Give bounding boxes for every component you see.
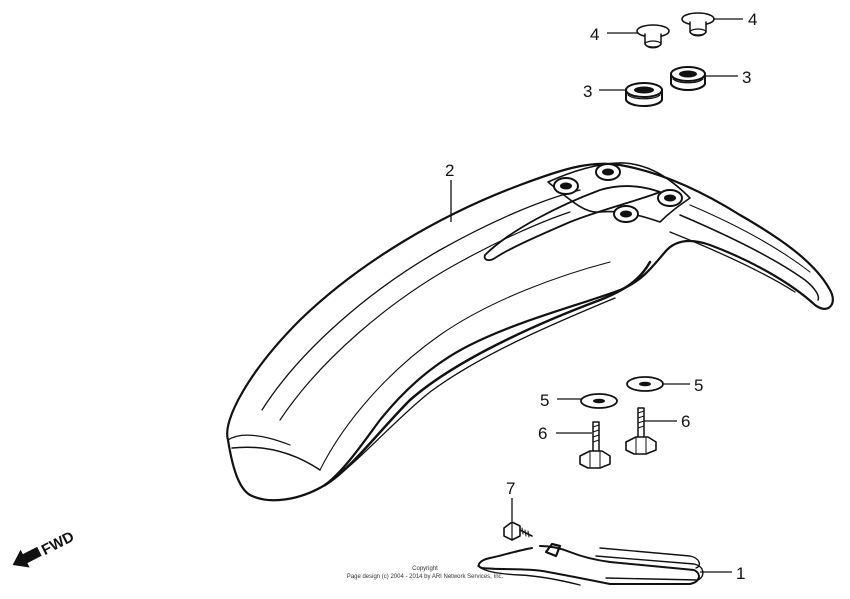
callout-1: 1 bbox=[736, 564, 745, 583]
bolt-left bbox=[579, 421, 611, 469]
callout-5b: 5 bbox=[694, 376, 703, 395]
front-fender bbox=[226, 162, 834, 502]
callout-6a: 6 bbox=[538, 424, 547, 443]
washer-right bbox=[626, 376, 664, 392]
callout-4b: 4 bbox=[748, 10, 757, 29]
grommet-left bbox=[625, 82, 663, 107]
washer-left bbox=[580, 393, 618, 409]
fwd-label: FWD bbox=[39, 528, 77, 559]
callout-4a: 4 bbox=[590, 25, 599, 44]
screw bbox=[503, 521, 533, 541]
callout-2: 2 bbox=[445, 161, 454, 180]
grommet-right bbox=[670, 66, 706, 91]
callout-3b: 3 bbox=[742, 68, 751, 87]
copyright-line2: Page design (c) 2004 - 2014 by ARI Netwo… bbox=[347, 574, 504, 580]
forward-arrow-icon bbox=[12, 546, 42, 568]
mounting-holes bbox=[553, 163, 683, 223]
callout-6b: 6 bbox=[681, 412, 690, 431]
callout-labels: 2 4 4 3 3 5 5 6 6 7 1 bbox=[445, 10, 757, 583]
bolt-right bbox=[625, 407, 657, 455]
copyright-footer: Copyright Page design (c) 2004 - 2014 by… bbox=[347, 566, 504, 580]
forward-direction-indicator: FWD bbox=[12, 528, 77, 568]
leader-lines bbox=[450, 18, 743, 573]
collar-right bbox=[681, 12, 715, 37]
callout-3a: 3 bbox=[583, 82, 592, 101]
copyright-line1: Copyright bbox=[412, 566, 438, 572]
collar-left bbox=[636, 24, 670, 49]
cable-guide-bracket bbox=[477, 542, 704, 586]
callout-7: 7 bbox=[506, 479, 515, 498]
callout-5a: 5 bbox=[540, 391, 549, 410]
